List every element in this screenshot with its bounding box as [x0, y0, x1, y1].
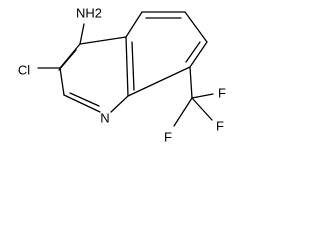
bond-c3-c2: [59, 67, 65, 96]
bond-c4a-c8a-inner: [131, 41, 135, 91]
bond-c4a-c5: [125, 11, 143, 38]
atom-label-f3: F: [164, 130, 172, 145]
bond-cf3-f3: [173, 97, 193, 127]
bond-c8a-c4a: [125, 36, 129, 97]
atom-labels: NH2 Cl N F F F: [18, 6, 226, 145]
atom-label-f2: F: [216, 119, 224, 134]
pyridine-ring: [58, 36, 129, 113]
atom-label-cl: Cl: [18, 63, 30, 78]
bond-c6-c7: [184, 11, 208, 43]
bond-c2-n1-inner: [69, 92, 100, 107]
atom-label-f1: F: [218, 86, 226, 101]
chemical-structure: NH2 Cl N F F F: [18, 6, 226, 145]
bond-c3-c3-inner: [58, 49, 77, 71]
bond-c7-c8: [189, 41, 208, 68]
bond-c4a-c4: [79, 36, 127, 45]
benzene-ring: [125, 11, 208, 97]
bond-cf3-f2: [191, 97, 213, 121]
bond-c8-cf3: [189, 66, 193, 99]
substituent-bonds: [37, 23, 214, 127]
atom-label-nh2: NH2: [76, 6, 102, 21]
bond-c7-c8-inner: [185, 41, 201, 63]
bond-c2-n1: [63, 94, 101, 113]
atom-label-n: N: [100, 111, 109, 126]
bond-cf3-f1: [191, 93, 214, 99]
bond-c4-nh2: [79, 23, 85, 45]
bond-c8-c8a: [127, 66, 191, 97]
bond-n1-c8a: [110, 95, 129, 113]
